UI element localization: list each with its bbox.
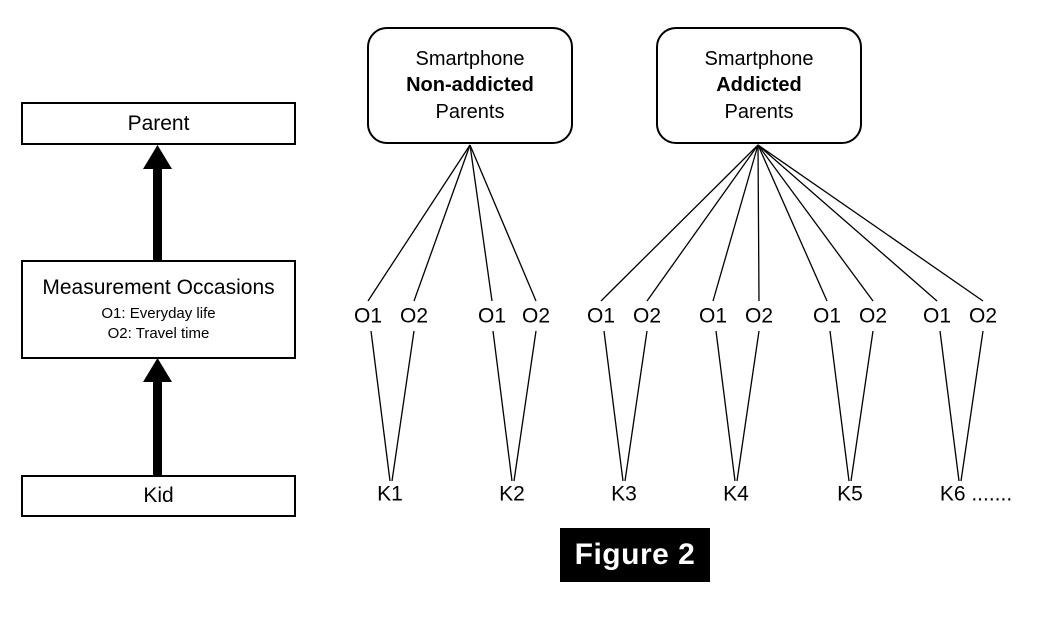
group-addicted-line3: Parents: [724, 101, 794, 123]
edge-nonaddicted-to-o2b: [469, 144, 537, 302]
edge-nonaddicted-to-o2a: [413, 144, 471, 302]
edge-addicted-to-o2c: [757, 144, 874, 302]
arrow-kid-to-measurement: [143, 358, 172, 475]
edge-addicted-to-o1d: [757, 144, 938, 302]
legend-measurement-o1: O1: Everyday life: [101, 305, 216, 322]
arrow-measurement-to-parent: [143, 145, 172, 260]
edge-o2-to-k5: [850, 330, 874, 482]
kid-node-k4: K4: [721, 482, 751, 506]
group-nonaddicted-line3: Parents: [435, 101, 505, 123]
edge-o2-to-k4: [736, 330, 760, 482]
edge-o1-to-k3: [603, 330, 624, 482]
occasion-node-4: O2: [519, 304, 553, 328]
kid-node-k1: K1: [375, 482, 405, 506]
occasion-node-3: O1: [475, 304, 509, 328]
occasion-node-8: O2: [742, 304, 776, 328]
figure-caption-text: Figure 2: [574, 538, 696, 571]
occasion-node-5: O1: [584, 304, 618, 328]
group-nonaddicted-line2: Non-addicted: [406, 74, 534, 96]
edge-o2-to-k2: [513, 330, 537, 482]
edge-nonaddicted-to-o1a: [367, 144, 471, 302]
edge-o2-to-k6: [960, 330, 984, 482]
legend-measurement-title: Measurement Occasions: [42, 276, 275, 299]
kid-node-k3: K3: [609, 482, 639, 506]
kid-node-k2: K2: [497, 482, 527, 506]
occasion-node-10: O2: [856, 304, 890, 328]
edge-o1-to-k2: [492, 330, 513, 482]
figure-caption-banner: Figure 2: [560, 528, 710, 582]
edge-o2-to-k3: [624, 330, 648, 482]
legend-box-kid: Kid: [21, 475, 296, 517]
occasion-node-9: O1: [810, 304, 844, 328]
edge-addicted-to-o2a: [646, 144, 759, 302]
group-nonaddicted-line1: Smartphone: [415, 48, 525, 70]
group-box-non-addicted-parents: Smartphone Non-addicted Parents: [367, 27, 573, 144]
occasion-node-12: O2: [966, 304, 1000, 328]
edge-o1-to-k1: [370, 330, 391, 482]
legend-measurement-o2: O2: Travel time: [107, 325, 210, 342]
group-addicted-line1: Smartphone: [704, 48, 814, 70]
edge-addicted-to-o1c: [757, 144, 828, 302]
legend-arrows: [143, 145, 172, 475]
legend-box-measurement-occasions: Measurement Occasions O1: Everyday life …: [21, 260, 296, 359]
occasion-node-6: O2: [630, 304, 664, 328]
occasion-node-1: O1: [351, 304, 385, 328]
group-addicted-line2: Addicted: [716, 74, 802, 96]
edge-nonaddicted-to-o1b: [469, 144, 493, 302]
edge-o1-to-k5: [829, 330, 850, 482]
kid-node-k5: K5: [835, 482, 865, 506]
edge-o2-to-k1: [391, 330, 415, 482]
edge-addicted-to-o2d: [757, 144, 984, 302]
kid-node-k6: K6 .......: [937, 482, 1015, 506]
occasion-node-2: O2: [397, 304, 431, 328]
occasion-node-11: O1: [920, 304, 954, 328]
legend-kid-title: Kid: [143, 484, 174, 507]
edge-o1-to-k6: [939, 330, 960, 482]
edge-addicted-to-o1b: [712, 144, 759, 302]
legend-box-parent: Parent: [21, 102, 296, 145]
occasion-node-7: O1: [696, 304, 730, 328]
edge-addicted-to-o2b: [757, 144, 760, 302]
edge-o1-to-k4: [715, 330, 736, 482]
group-box-addicted-parents: Smartphone Addicted Parents: [656, 27, 862, 144]
legend-parent-title: Parent: [127, 111, 190, 135]
edge-addicted-to-o1a: [600, 144, 759, 302]
